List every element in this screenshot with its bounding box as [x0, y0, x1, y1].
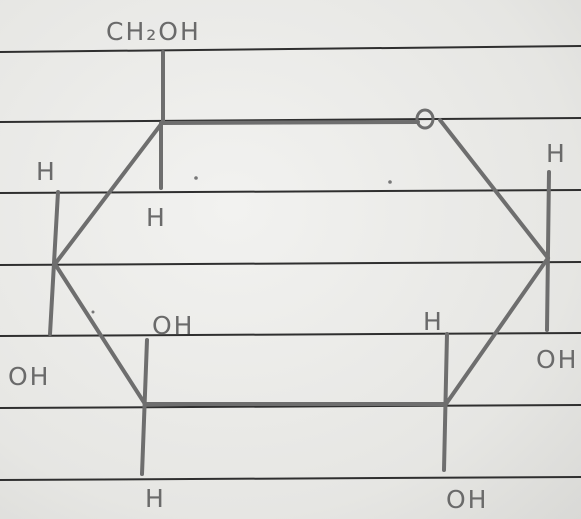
- bond-c3-vertical: [140, 338, 149, 476]
- ring-bonds: [53, 118, 550, 406]
- ruled-line: [0, 332, 581, 337]
- bond-c3-c4: [53, 262, 147, 406]
- bond-c5-oxygen: [160, 120, 420, 125]
- ruled-line: [0, 476, 581, 481]
- bond-c4-vertical: [48, 190, 60, 336]
- pencil-speck: [91, 310, 95, 314]
- ruled-line: [0, 189, 581, 194]
- ring-oxygen-glyph: [415, 108, 435, 130]
- bond-c4-c5: [53, 121, 164, 266]
- ring-oxygen-label: O: [417, 105, 439, 134]
- c5-hydrogen-label: H: [146, 203, 167, 232]
- c5-ch2oh-label: CH₂OH: [106, 17, 201, 46]
- ruled-lines: [0, 45, 581, 481]
- c2-hydrogen-label: H: [423, 307, 444, 336]
- c3-hydroxyl-label: OH: [152, 311, 194, 340]
- bond-c1-vertical: [545, 170, 551, 332]
- pencil-speck: [194, 176, 198, 180]
- bond-c2-vertical: [442, 332, 449, 472]
- ruled-line: [0, 404, 581, 409]
- c2-hydroxyl-label: OH: [446, 485, 488, 514]
- c1-hydrogen-label: H: [546, 139, 567, 168]
- substituent-bonds: [48, 50, 551, 476]
- ruled-line: [0, 117, 581, 123]
- bond-c1-c2: [444, 256, 550, 406]
- bond-oxygen-c1: [438, 118, 550, 260]
- pencil-speck: [388, 180, 392, 184]
- ruled-line: [0, 45, 581, 53]
- c3-hydrogen-label: H: [145, 484, 166, 513]
- c4-hydroxyl-label: OH: [8, 362, 50, 391]
- c4-hydrogen-label: H: [36, 157, 57, 186]
- c1-hydroxyl-label: OH: [536, 345, 578, 374]
- ruled-line: [0, 261, 581, 266]
